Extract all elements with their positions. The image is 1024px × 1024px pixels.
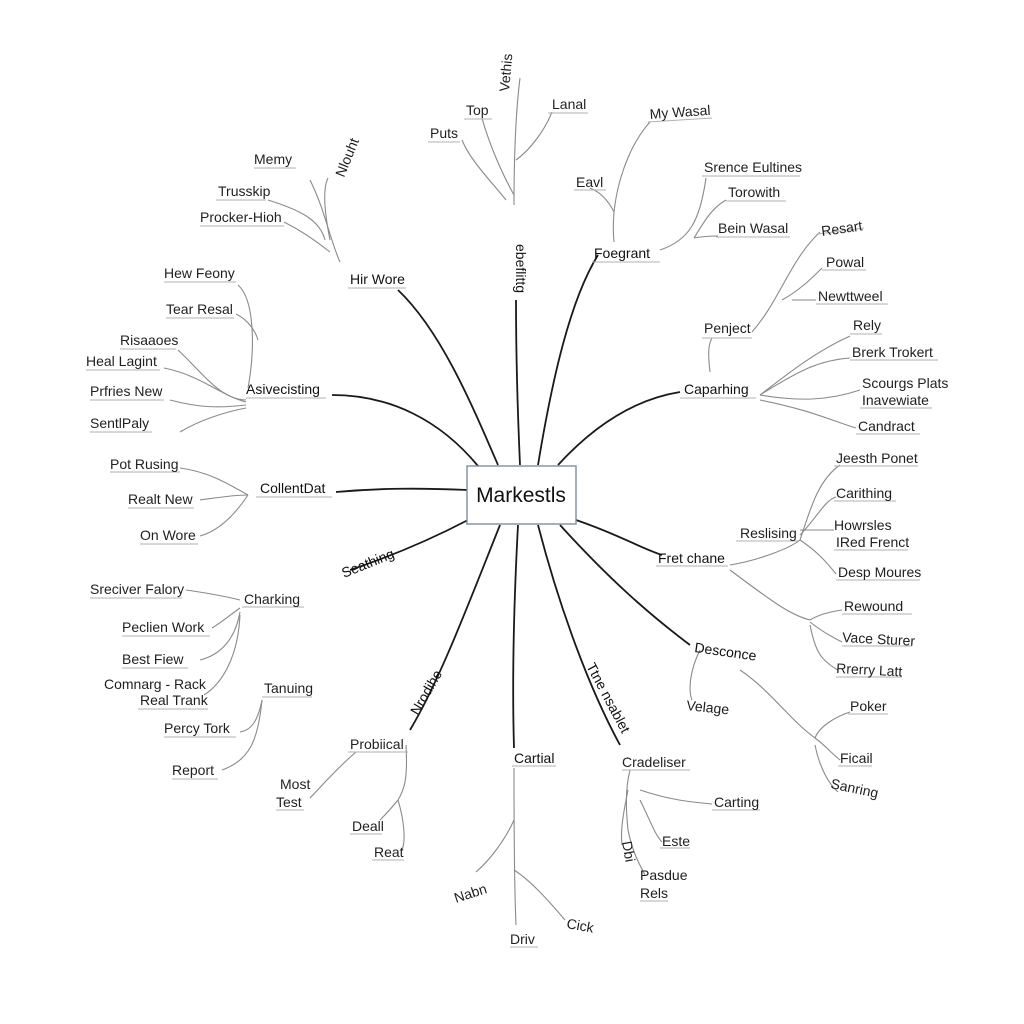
node-sentlpaly: SentlPaly bbox=[90, 415, 149, 431]
node-ired-frenct: IRed Frenct bbox=[836, 534, 909, 550]
node-rely: Rely bbox=[853, 317, 881, 333]
node-eavl: Eavl bbox=[576, 174, 603, 190]
node-sreciver-falory: Sreciver Falory bbox=[90, 581, 184, 597]
branch-label-nrodihe: Nrodihe bbox=[407, 667, 445, 718]
node-nabn: Nabn bbox=[452, 880, 489, 906]
branch-ebeflittg[interactable]: ebeflittg Vethis Top Puts Lanal bbox=[430, 53, 586, 293]
node-rrerry-latt: Rrerry Latt bbox=[836, 660, 903, 679]
branch-label-asivecisting: Asivecisting bbox=[246, 381, 320, 397]
branch-label-hir-wore: Hir Wore bbox=[350, 271, 405, 287]
branch-label-seathing: Seathing bbox=[339, 545, 396, 581]
node-jeesth-ponet: Jeesth Ponet bbox=[836, 450, 918, 466]
node-dbi: Dbi bbox=[619, 840, 638, 863]
node-heal-lagint: Heal Lagint bbox=[86, 353, 157, 369]
node-peclien-work: Peclien Work bbox=[122, 619, 205, 635]
node-scourgs-plats: Scourgs Plats bbox=[862, 375, 948, 391]
main-connectors bbox=[331, 254, 691, 749]
branch-nrodihe[interactable]: Nrodihe Probiical Most Test Deall Reat bbox=[276, 667, 445, 860]
node-best-fiew: Best Fiew bbox=[122, 651, 184, 667]
node-newttweel: Newttweel bbox=[818, 288, 883, 304]
center-node-label: Markestls bbox=[476, 484, 566, 507]
node-carting: Carting bbox=[714, 794, 759, 810]
node-cick: Cick bbox=[565, 915, 596, 936]
sub-connectors bbox=[163, 77, 861, 926]
node-desp-moures: Desp Moures bbox=[838, 564, 921, 580]
node-cradeliser: Cradeliser bbox=[622, 754, 686, 770]
node-memy: Memy bbox=[254, 151, 292, 167]
node-nlouht: Nlouht bbox=[332, 136, 362, 180]
branch-label-fret-chane: Fret chane bbox=[658, 550, 725, 566]
node-rels: Rels bbox=[640, 885, 668, 901]
node-reslising: Reslising bbox=[740, 525, 797, 541]
branch-label-foegrant: Foegrant bbox=[594, 245, 650, 261]
branch-foegrant[interactable]: Foegrant My Wasal Eavl Srence Eultines T… bbox=[576, 102, 802, 261]
node-probiical: Probiical bbox=[350, 736, 404, 752]
node-lanal: Lanal bbox=[552, 96, 586, 112]
node-report: Report bbox=[172, 762, 214, 778]
node-driv: Driv bbox=[510, 931, 535, 947]
node-sanring: Sanring bbox=[829, 775, 880, 801]
node-my-wasal: My Wasal bbox=[649, 102, 711, 122]
center-node[interactable]: Markestls bbox=[466, 465, 577, 525]
node-most: Most bbox=[280, 776, 310, 792]
node-procker-hioh: Procker-Hioh bbox=[200, 209, 282, 225]
node-comnarg-rack: Comnarg - Rack bbox=[104, 676, 207, 692]
label-underlines bbox=[86, 112, 938, 948]
branch-collentdat[interactable]: CollentDat Pot Rusing Realt New On Wore bbox=[110, 456, 325, 543]
node-tanuing: Tanuing bbox=[264, 680, 313, 696]
node-bein-wasal: Bein Wasal bbox=[718, 220, 788, 236]
node-inavewiate: Inavewiate bbox=[862, 392, 929, 408]
node-prfries-new: Prfries New bbox=[90, 383, 163, 399]
branch-label-ebeflittg: ebeflittg bbox=[513, 244, 529, 293]
branch-label-collentdat: CollentDat bbox=[260, 480, 325, 496]
node-carithing: Carithing bbox=[836, 485, 892, 501]
node-poker: Poker bbox=[850, 698, 887, 714]
node-risaaoes: Risaaoes bbox=[120, 332, 178, 348]
node-realt-new: Realt New bbox=[128, 491, 193, 507]
node-real-trank: Real Trank bbox=[140, 692, 209, 708]
node-resart: Resart bbox=[820, 217, 863, 239]
node-hew-feony: Hew Feony bbox=[164, 265, 235, 281]
node-howrsles: Howrsles bbox=[834, 517, 892, 533]
node-powal: Powal bbox=[826, 254, 864, 270]
node-puts: Puts bbox=[430, 125, 458, 141]
branch-label-cartial: Cartial bbox=[514, 750, 554, 766]
node-brerk-trokert: Brerk Trokert bbox=[852, 344, 933, 360]
node-penject: Penject bbox=[704, 320, 751, 336]
branch-label-caparhing: Caparhing bbox=[684, 381, 749, 397]
center-node-box[interactable] bbox=[466, 465, 577, 525]
branch-cartial[interactable]: Cartial Nabn Driv Cick bbox=[452, 750, 596, 947]
node-trusskip: Trusskip bbox=[218, 183, 271, 199]
node-velage: Velage bbox=[686, 697, 730, 717]
node-este: Este bbox=[662, 833, 690, 849]
node-torowith: Torowith bbox=[728, 184, 780, 200]
node-candract: Candract bbox=[858, 418, 915, 434]
node-rewound: Rewound bbox=[844, 598, 903, 614]
node-deall: Deall bbox=[352, 818, 384, 834]
node-percy-tork: Percy Tork bbox=[164, 720, 231, 736]
node-ficail: Ficail bbox=[840, 750, 873, 766]
branch-ttne-nsablet[interactable]: Ttne nsablet Cradeliser Carting Este Dbi… bbox=[583, 660, 759, 901]
branch-fret-chane[interactable]: Fret chane Reslising Jeesth Ponet Carith… bbox=[658, 450, 921, 679]
node-top: Top bbox=[466, 102, 489, 118]
node-reat: Reat bbox=[374, 844, 404, 860]
branch-asivecisting[interactable]: Asivecisting Hew Feony Tear Resal Risaao… bbox=[86, 265, 320, 431]
node-tear-resal: Tear Resal bbox=[166, 301, 233, 317]
node-pasdue: Pasdue bbox=[640, 867, 688, 883]
node-pot-rusing: Pot Rusing bbox=[110, 456, 178, 472]
node-test: Test bbox=[276, 794, 302, 810]
node-charking: Charking bbox=[244, 591, 300, 607]
branch-caparhing[interactable]: Caparhing Penject Resart Powal Newttweel… bbox=[684, 217, 948, 434]
node-srence-eultines: Srence Eultines bbox=[704, 159, 802, 175]
node-on-wore: On Wore bbox=[140, 527, 196, 543]
node-vace-sturer: Vace Sturer bbox=[842, 629, 916, 649]
branch-label-desconce: Desconce bbox=[694, 639, 758, 664]
node-vethis: Vethis bbox=[496, 53, 515, 92]
